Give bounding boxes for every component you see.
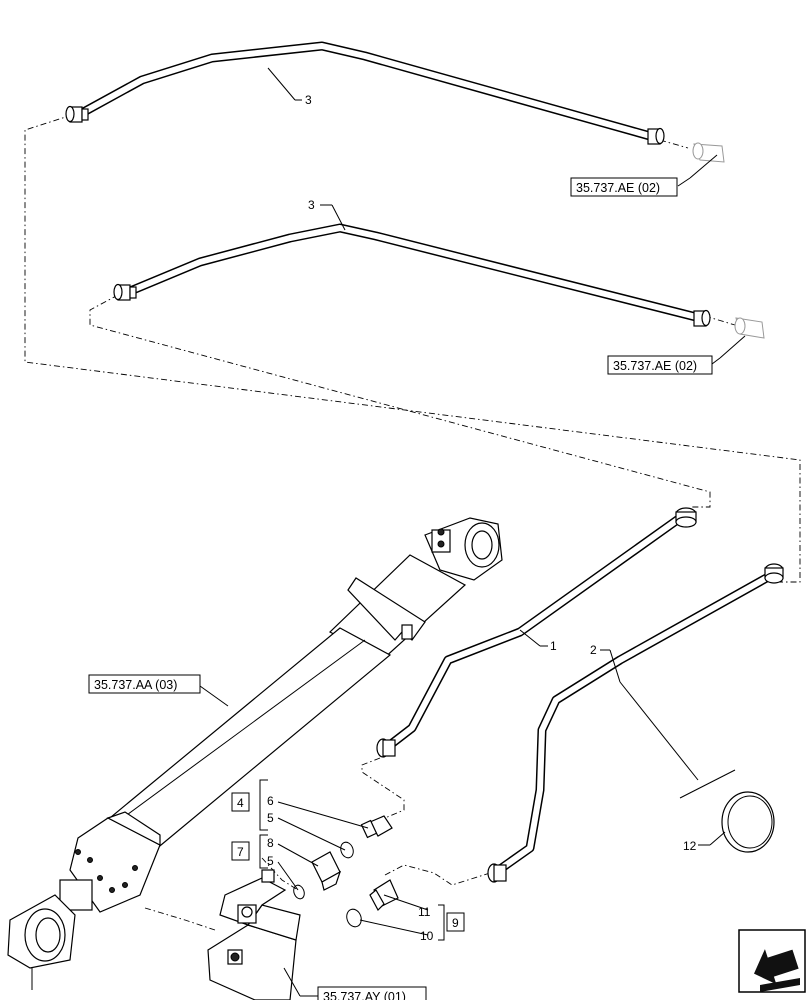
tube-item-1 [376,507,697,758]
reference-label: 35.737.AY (01) [323,990,406,1000]
reference-label: 35.737.AE (02) [613,359,697,373]
fitting-item-6 [360,815,393,839]
callout-item-7: 7 [237,845,244,859]
tube-end-fitting [487,863,507,883]
callout-item-3-upper: 3 [305,93,312,107]
callout-item-11: 11 [418,905,431,919]
hydraulic-cylinder [7,517,503,990]
fitting-item-8 [311,851,342,891]
boxed-callout-item-7[interactable]: 7 [231,841,250,861]
tube-item-2 [487,563,784,883]
elbow-fitting-reference [692,142,725,163]
tube-end-fitting [764,563,784,584]
callout-item-8: 8 [267,836,274,850]
leader-lines [199,67,746,997]
reference-label: 35.737.AE (02) [576,181,660,195]
elbow-fitting-reference [734,317,765,339]
callout-labels: 3 3 1 2 6 5 8 5 11 10 12 [267,93,697,943]
arrow-back-icon[interactable] [738,929,806,993]
tube-end-fitting [376,738,396,758]
fitting-item-11 [369,879,399,911]
callout-item-4: 4 [237,796,244,810]
callout-item-6: 6 [267,794,274,808]
oring-item-10 [346,908,362,928]
valve-block [207,869,301,1001]
callout-item-3-lower: 3 [308,198,315,212]
oring-item-5-lower [293,884,305,900]
band-item-12 [721,791,775,853]
tube-upper-item-3 [65,41,725,163]
dashed-connection-lines [24,114,801,931]
reference-label: 35.737.AA (03) [94,678,177,692]
tube-end-fitting [113,283,137,301]
callout-item-12: 12 [683,839,697,853]
tube-end-fitting [65,105,89,123]
tube-end-fitting [693,309,711,327]
callout-item-5-a: 5 [267,811,274,825]
boxed-callout-item-4[interactable]: 4 [231,792,250,812]
reference-link-ae-lower[interactable]: 35.737.AE (02) [607,355,713,375]
callout-item-2: 2 [590,643,597,657]
callout-item-1: 1 [550,639,557,653]
tube-lower-item-3 [113,223,765,339]
boxed-callout-item-9[interactable]: 9 [446,912,465,932]
reference-link-ay[interactable]: 35.737.AY (01) [317,986,427,1005]
oring-item-5-upper [340,841,354,859]
reference-link-aa[interactable]: 35.737.AA (03) [88,674,201,694]
tube-end-fitting [675,507,697,528]
callout-item-9: 9 [452,916,459,930]
callout-item-10: 10 [420,929,434,943]
reference-link-ae-upper[interactable]: 35.737.AE (02) [570,177,678,197]
callout-item-5-b: 5 [267,854,274,868]
tube-end-fitting [647,127,665,145]
